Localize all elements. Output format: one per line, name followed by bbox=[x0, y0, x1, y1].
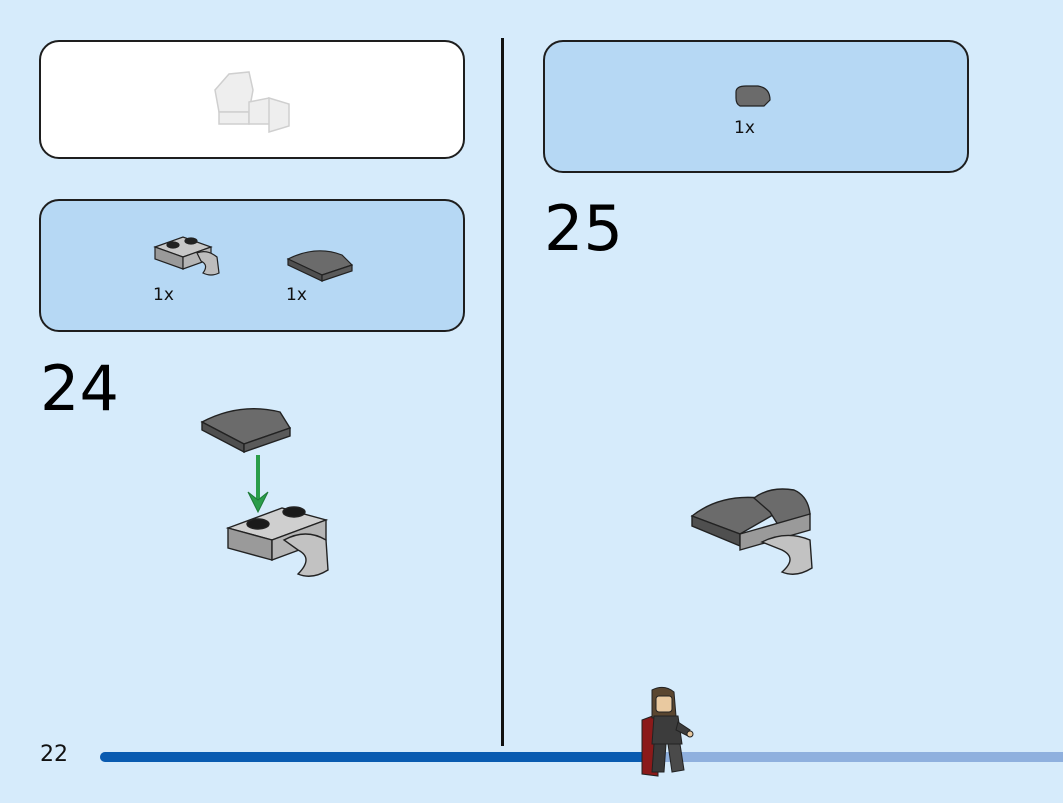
step-number-25: 25 bbox=[544, 192, 623, 265]
step-24-assembly-illustration bbox=[200, 408, 329, 577]
step-25-assembly-illustration bbox=[690, 488, 813, 575]
part-qty-1: 1x bbox=[153, 285, 174, 305]
part-qty-3: 1x bbox=[734, 118, 755, 138]
part-qty-2: 1x bbox=[286, 285, 307, 305]
ghost-assembly-icon bbox=[214, 71, 290, 134]
round-tile-icon bbox=[735, 85, 771, 107]
minifigure-mascot-icon bbox=[641, 686, 694, 777]
progress-fill bbox=[100, 752, 649, 762]
page-number: 22 bbox=[40, 742, 68, 767]
previous-result-panel bbox=[39, 40, 465, 159]
parts-panel-step-25: 1x bbox=[543, 40, 969, 173]
column-divider bbox=[501, 38, 504, 746]
step-number-24: 24 bbox=[40, 352, 119, 425]
plate-with-clip-icon bbox=[153, 236, 220, 276]
curved-slope-icon bbox=[286, 250, 354, 282]
parts-panel-step-24: 1x 1x bbox=[39, 199, 465, 332]
